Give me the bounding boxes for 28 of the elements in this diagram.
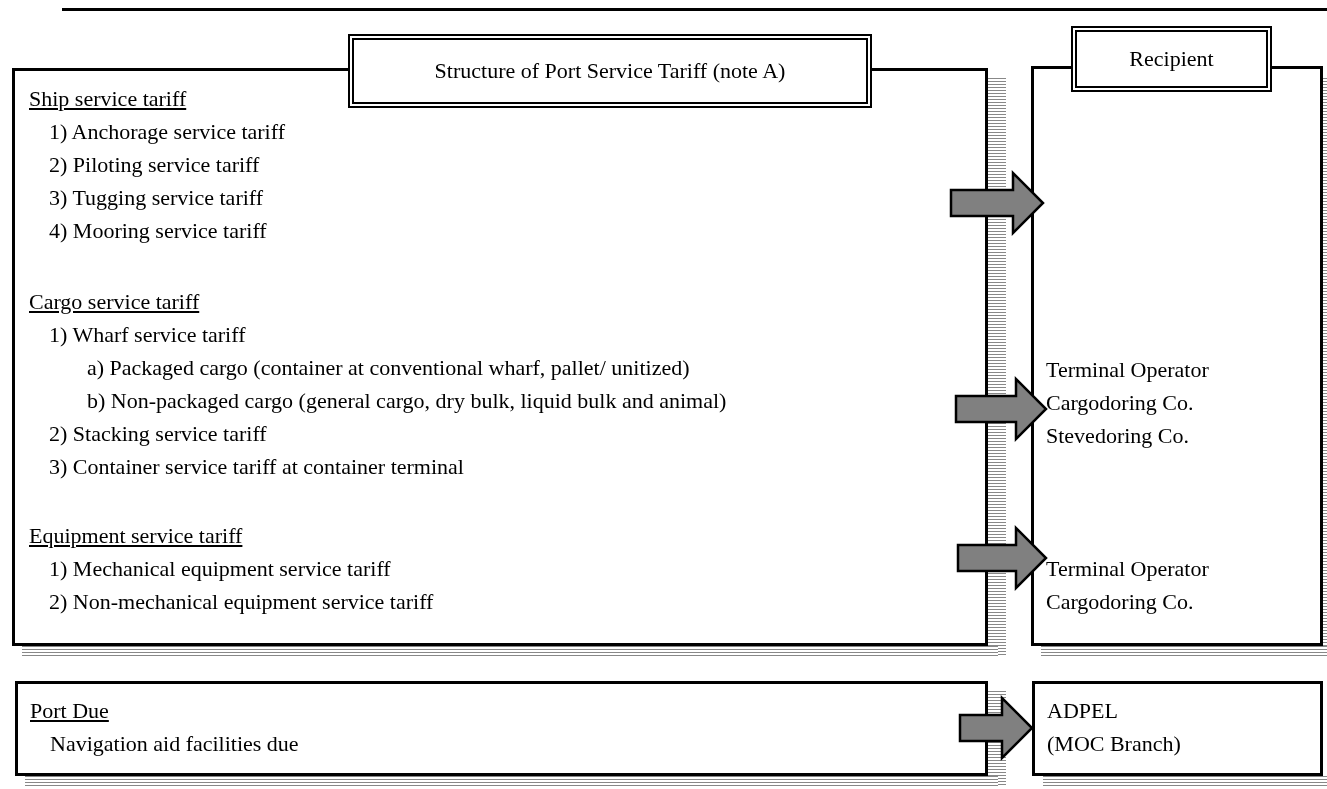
box-text: Navigation aid facilities due [49, 730, 299, 758]
list-item: a) Packaged cargo (container at conventional wharf, pallet/ unitized) [86, 354, 690, 382]
section-heading: Equipment service tariff [29, 522, 243, 550]
block-arrow [958, 695, 1034, 761]
section-heading: Port Due [30, 697, 109, 725]
block-arrow [949, 170, 1045, 236]
list-item: 1) Anchorage service tariff [48, 118, 285, 146]
list-item: 1) Mechanical equipment service tariff [48, 555, 391, 583]
recipient-text: Terminal Operator Cargodoring Co. [1046, 555, 1210, 616]
list-item: 1) Wharf service tariff [48, 321, 246, 349]
block-arrow [954, 376, 1048, 442]
section-heading: Cargo service tariff [29, 288, 200, 316]
box-text: (MOC Branch) [1047, 730, 1181, 758]
section-heading: Ship service tariff [29, 85, 187, 113]
panel-title: Structure of Port Service Tariff (note A) [348, 34, 872, 108]
list-item: 2) Stacking service tariff [48, 420, 267, 448]
recipient-text: Terminal Operator Cargodoring Co. Stevedoring Co. [1046, 356, 1210, 450]
list-item: 4) Mooring service tariff [48, 217, 267, 245]
due-box [15, 681, 988, 776]
box-text: ADPEL [1047, 697, 1118, 725]
panel-title: Recipient [1071, 26, 1272, 92]
recipient-box [1032, 681, 1323, 776]
list-item: b) Non-packaged cargo (general cargo, dry bulk, liquid bulk and animal) [86, 387, 727, 415]
block-arrow [956, 525, 1048, 591]
list-item: 3) Tugging service tariff [48, 184, 264, 212]
list-item: 2) Piloting service tariff [48, 151, 260, 179]
list-item: 2) Non-mechanical equipment service tariff [48, 588, 434, 616]
list-item: 3) Container service tariff at container terminal [48, 453, 464, 481]
